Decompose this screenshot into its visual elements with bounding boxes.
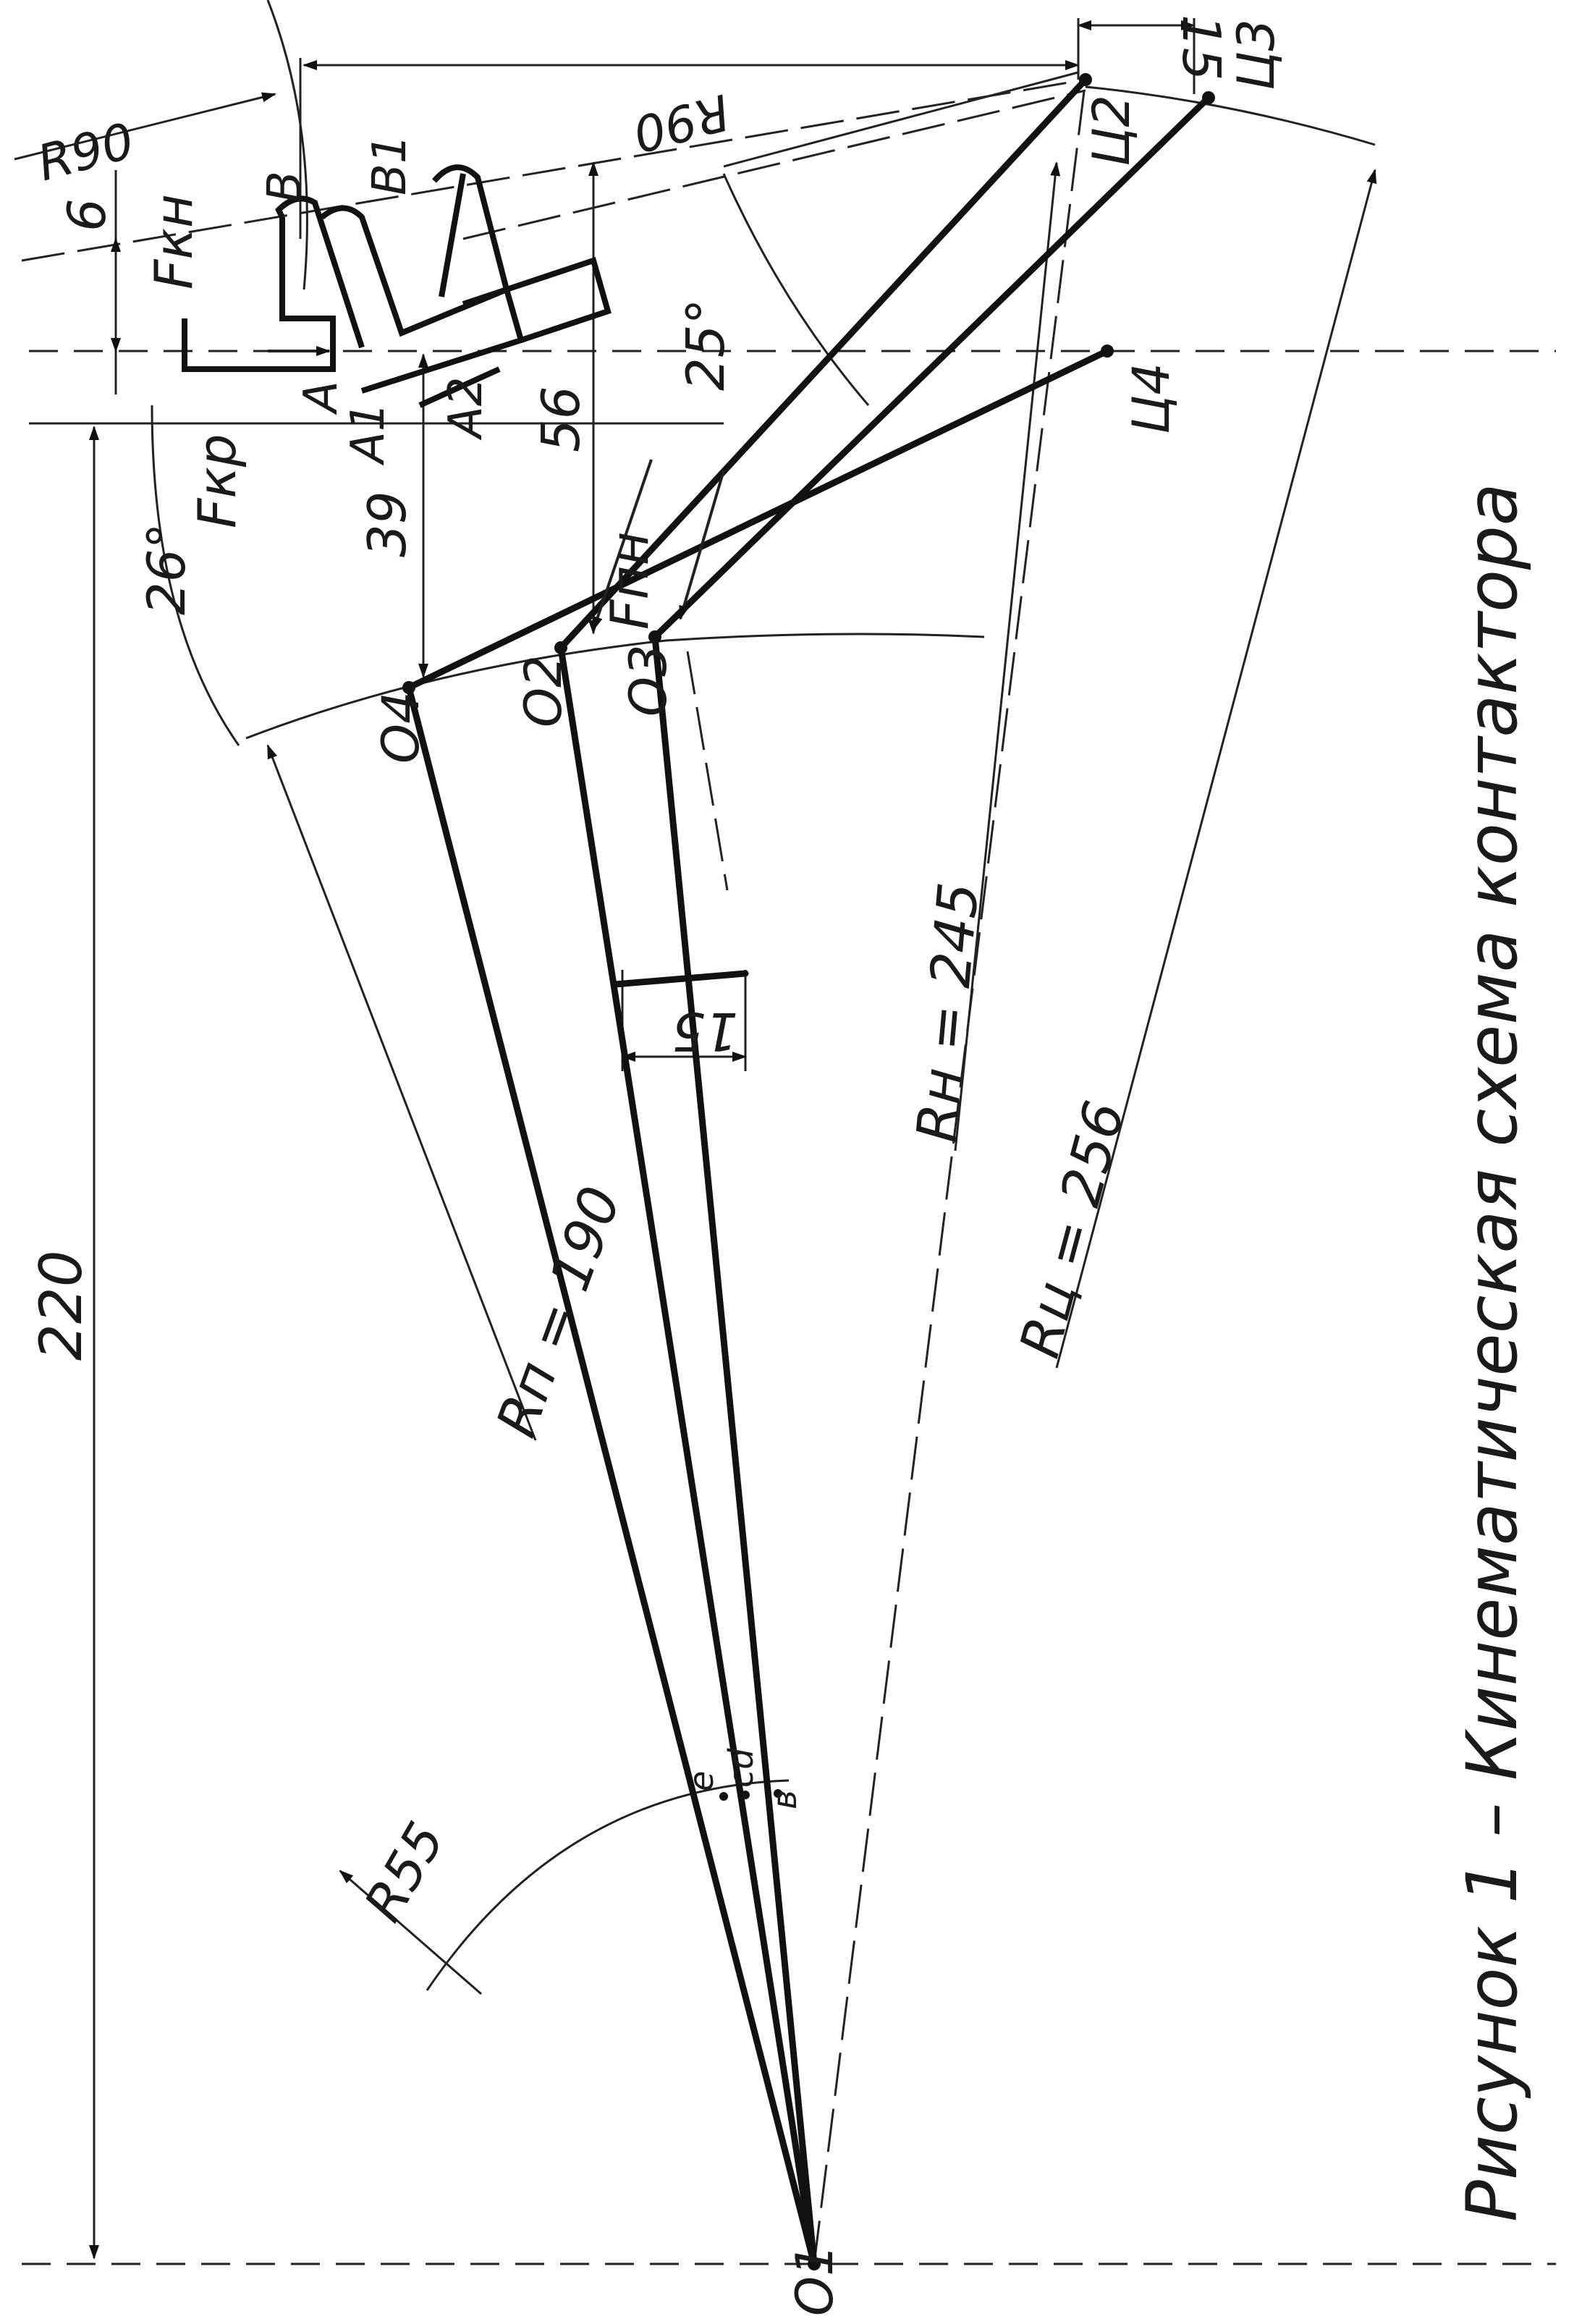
arc-o-points	[245, 633, 985, 740]
force-fkn-label: Fкн	[143, 194, 204, 290]
r90-right-label: R90	[627, 83, 735, 163]
dim-220-label: 220	[28, 1250, 95, 1361]
rc-label: Rц = 256	[1007, 1094, 1137, 1364]
kinematic-links	[405, 76, 1212, 2268]
r55-label: R55	[352, 1812, 457, 1932]
dim-56-label: 56	[530, 386, 591, 452]
dashed-line-contact	[21, 78, 1086, 262]
radius-rp-line	[266, 744, 537, 1441]
rn-label: Rн = 245	[904, 880, 991, 1145]
force-fpn-label: Fпн	[599, 531, 660, 630]
point-cd	[741, 1791, 750, 1799]
point-c3	[1202, 91, 1215, 104]
label-b1: B1	[363, 134, 417, 195]
label-c3: Ц3	[1227, 19, 1286, 90]
arc-r90-right	[1085, 85, 1376, 146]
point-e	[719, 1792, 728, 1801]
label-a2: A2	[439, 377, 493, 441]
force-fpn-arrow	[592, 459, 653, 631]
radius-r90-left-line	[14, 92, 276, 161]
label-c2: Ц2	[1082, 95, 1141, 166]
arc-26deg	[151, 405, 240, 746]
label-o2: O2	[514, 655, 573, 727]
contact-assembly	[182, 164, 612, 408]
rp-label: Rп = 190	[483, 1178, 633, 1445]
arc-r55	[426, 1779, 790, 1991]
arc-25deg	[722, 173, 870, 406]
r90-left-label: R90	[32, 112, 140, 193]
label-e: e	[682, 1771, 721, 1791]
label-o4: O4	[371, 691, 431, 764]
label-cd: cd	[722, 1748, 761, 1788]
dim-6-label: 6	[56, 198, 117, 232]
dim-39-label: 39	[357, 491, 418, 557]
dimension-220	[29, 422, 724, 2260]
dim-15-top-label: 15	[1171, 14, 1232, 81]
point-o4	[402, 681, 415, 694]
point-o2	[554, 641, 567, 654]
force-fkr-label: Fкр	[187, 434, 248, 528]
point-c4	[1101, 345, 1114, 358]
caption: Рисунок 1 – Кинематическая схема контакт…	[1452, 483, 1533, 2222]
label-b-small: в	[765, 1790, 804, 1809]
ang-26-label: 26°	[136, 523, 197, 615]
arc-r90	[266, 0, 308, 290]
dashed-line-o1-c2	[813, 79, 1087, 2265]
force-fpn-arrow-2	[679, 470, 725, 620]
radius-r55-line	[339, 1869, 482, 1995]
point-o1	[808, 2257, 821, 2270]
point-c2	[1079, 73, 1092, 86]
label-o1: O1	[785, 2244, 845, 2316]
label-o3: O3	[619, 644, 678, 717]
label-c4: Ц4	[1122, 363, 1181, 434]
radius-r90-right-line	[723, 71, 1079, 168]
radius-rn-line	[954, 161, 1061, 1152]
dim-15-bottom-label: 15	[672, 1001, 738, 1062]
dashed-line-o3-ext	[686, 651, 729, 891]
label-b: B	[258, 171, 312, 203]
label-a: A	[295, 381, 348, 415]
label-a1: A1	[342, 402, 395, 467]
ang-25-label: 25°	[675, 298, 736, 391]
point-b	[774, 1789, 782, 1798]
point-o3	[648, 630, 661, 643]
dashed-line-contact-2	[462, 89, 1086, 240]
rotated-labels: Рисунок 1 – Кинематическая схема контакт…	[28, 14, 1533, 2316]
radius-rc-line	[1055, 169, 1377, 1369]
